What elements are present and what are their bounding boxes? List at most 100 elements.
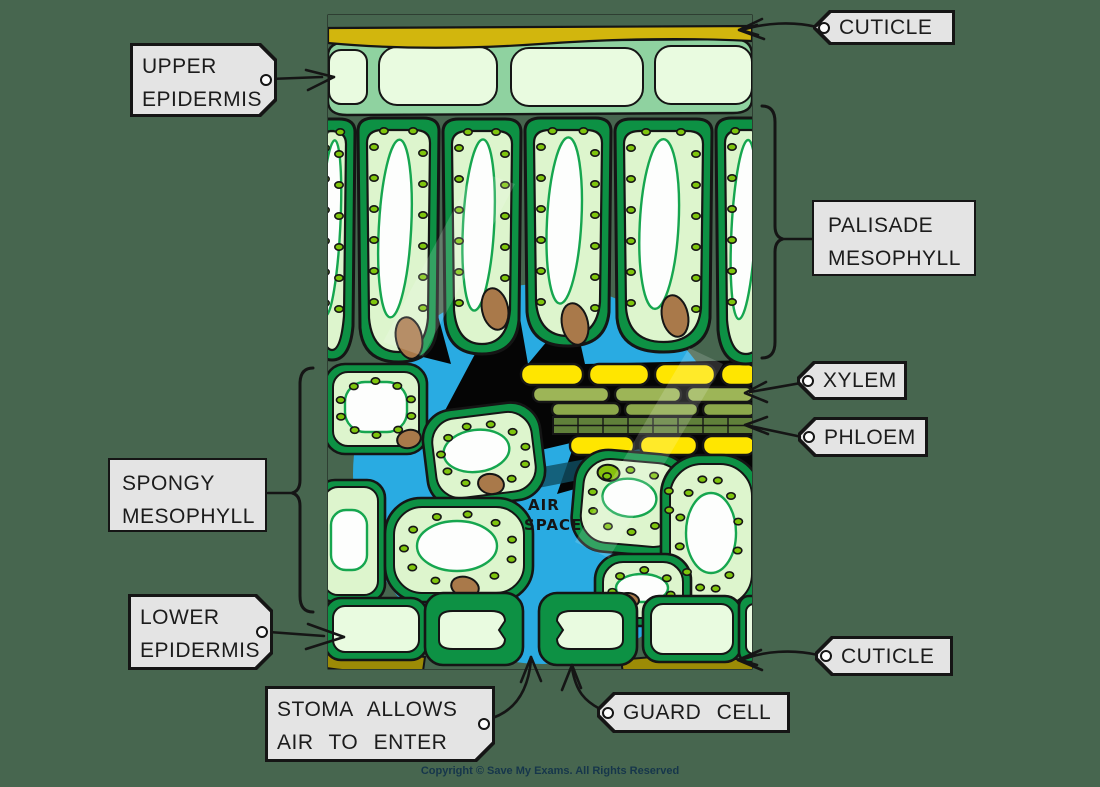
chloroplast-dot	[587, 487, 598, 496]
label-text: STOMA ALLOWS	[277, 698, 458, 721]
chloroplast-dot	[615, 572, 626, 581]
chloroplast-dot	[334, 181, 344, 190]
chloroplast-dot	[334, 212, 344, 221]
spongy-mesophyll-layer	[327, 362, 753, 628]
chloroplast-dot	[418, 180, 429, 189]
chloroplast-dot	[327, 268, 330, 276]
chloroplast-dot	[664, 506, 675, 515]
chloroplast-dot	[500, 150, 511, 159]
chloroplast-dot	[500, 181, 511, 190]
nucleus	[480, 287, 510, 331]
chloroplast-dot	[690, 243, 701, 252]
label-text: PHLOEM	[824, 425, 916, 449]
chloroplast-dot	[641, 128, 652, 137]
nucleus	[394, 316, 424, 360]
label-text: EPIDERMIS	[142, 88, 263, 111]
chloroplast-dot	[602, 522, 613, 531]
chloroplast-dot	[418, 242, 429, 251]
chloroplast-dot	[327, 206, 330, 214]
chloroplast-dot	[732, 546, 743, 555]
chloroplast-dot	[507, 427, 518, 436]
svg-text:SPACE: SPACE	[524, 516, 582, 534]
chloroplast-dot	[536, 174, 547, 183]
chloroplast-dot	[690, 181, 701, 190]
guard-cell-right	[537, 591, 639, 667]
chloroplast-dot	[349, 426, 360, 435]
chloroplast-dot	[506, 474, 517, 483]
label-text: MESOPHYLL	[828, 247, 961, 270]
chloroplast-dot	[406, 395, 417, 404]
palisade-cell	[523, 116, 613, 348]
nucleus	[560, 302, 590, 346]
chloroplast-dot	[589, 272, 600, 281]
chloroplast-dot	[371, 430, 382, 439]
chloroplast-dot	[726, 174, 737, 183]
chloroplast-dot	[589, 242, 600, 251]
chloroplast-dot	[335, 412, 346, 421]
chloroplast-dot	[454, 298, 465, 307]
chloroplast-dot	[602, 472, 613, 481]
label-text: XYLEM	[823, 369, 897, 392]
bundle-bar	[550, 401, 622, 418]
vacuole	[376, 138, 414, 319]
chloroplast-dot	[368, 267, 379, 276]
chloroplast-dot	[407, 563, 418, 572]
chloroplast-dot	[462, 128, 473, 137]
chloroplast-dot	[327, 144, 330, 152]
chloroplast-dot	[520, 442, 531, 451]
chloroplast-dot	[726, 267, 737, 276]
chloroplast-dot	[726, 143, 737, 152]
chloroplast-dot	[625, 206, 636, 215]
tag-background	[800, 364, 905, 398]
tag-background	[133, 46, 275, 115]
palisade-brace	[760, 104, 814, 360]
chloroplast-dot	[625, 267, 636, 276]
label-text: CUTICLE	[841, 644, 935, 668]
label-text: CUTICLE	[839, 16, 933, 39]
palisade-cell	[613, 117, 714, 354]
chloroplast-dot	[733, 517, 744, 526]
nucleus	[396, 428, 422, 450]
chloroplast-dot	[625, 298, 636, 307]
chloroplast-dot	[334, 243, 344, 252]
chloroplast-dot	[491, 128, 502, 137]
chloroplast-dot	[589, 211, 600, 220]
chloroplast-dot	[454, 267, 465, 276]
tag-hole-icon	[478, 718, 490, 730]
spongy-brace	[266, 366, 315, 614]
chloroplast-dot	[327, 175, 330, 183]
chloroplast-dot	[335, 396, 346, 405]
chloroplast-dot	[485, 420, 496, 429]
label-phloem: PHLOEM	[798, 417, 928, 457]
leaf-diagram-canvas: AIR SPACE	[327, 14, 753, 670]
tag-background	[816, 13, 953, 43]
chloroplast-dot	[431, 512, 442, 521]
chloroplast-dot	[335, 128, 346, 137]
chloroplast-dot	[418, 303, 429, 312]
chloroplast-dot	[430, 576, 441, 585]
chloroplast-dot	[500, 243, 511, 252]
chloroplast-dot	[408, 127, 419, 136]
tag-hole-icon	[256, 626, 268, 638]
chloroplast-dot	[327, 299, 330, 307]
tag-hole-icon	[818, 22, 830, 34]
chloroplast-dot	[690, 273, 701, 282]
chloroplast-dot	[697, 475, 708, 484]
vacuole	[461, 138, 497, 312]
chloroplast-dot	[536, 143, 547, 152]
chloroplast-dot	[443, 433, 454, 442]
tag-hole-icon	[602, 707, 614, 719]
bundle-bar	[701, 401, 753, 418]
chloroplast-dot	[675, 128, 686, 137]
palisade-cell	[441, 117, 523, 356]
tag-hole-icon	[802, 375, 814, 387]
vacuole	[638, 137, 681, 311]
chloroplast-dot	[683, 488, 694, 497]
chloroplast-dot	[368, 174, 379, 183]
sheen-highlights	[383, 170, 723, 558]
chloroplast-dot	[547, 127, 558, 136]
chloroplast-dot	[589, 180, 600, 189]
chloroplast-dot	[625, 466, 636, 475]
